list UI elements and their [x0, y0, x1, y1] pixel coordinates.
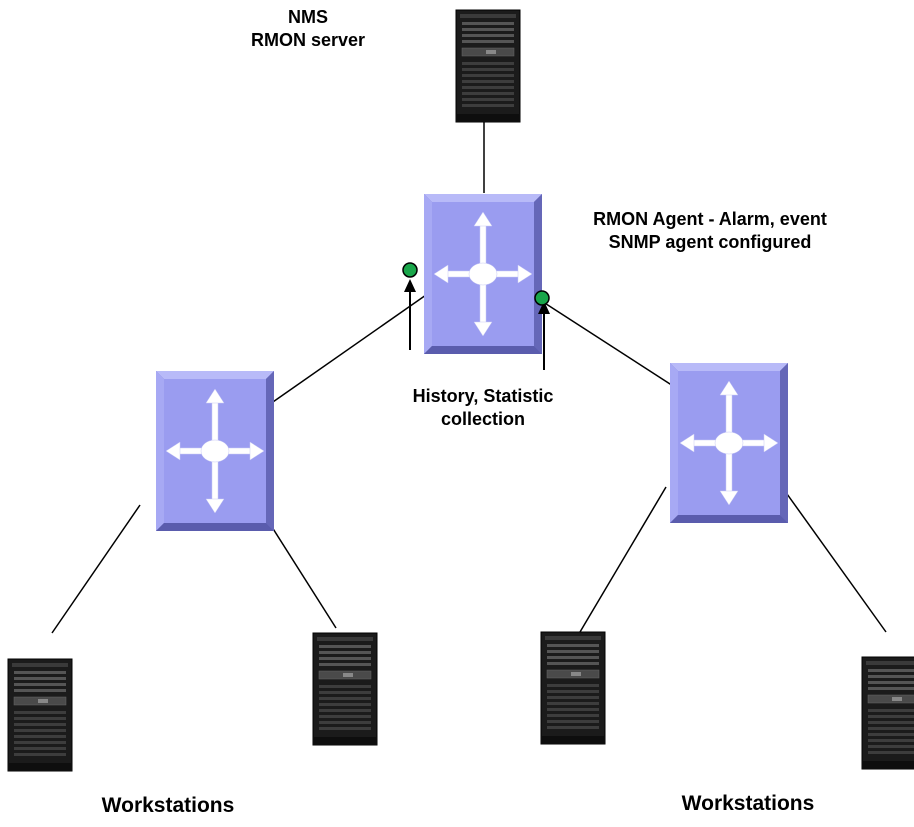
link-left-switch-to-ws1: [51, 504, 141, 634]
workstation-1-icon: [7, 658, 73, 772]
nms-subtitle: RMON server: [250, 29, 366, 50]
collection-arrows: [404, 279, 550, 370]
workstations-left-label: Workstations: [101, 794, 235, 817]
history-label-line2: collection: [440, 408, 525, 429]
agent-label: RMON Agent - Alarm, event SNMP agent con…: [560, 208, 860, 253]
workstations-right-label: Workstations: [681, 792, 815, 815]
left-probe-dot-icon: [402, 262, 418, 278]
core-switch-icon: [423, 193, 543, 355]
link-right-switch-to-ws4: [781, 486, 887, 633]
connection-lines: [51, 122, 887, 634]
workstation-4-icon: [861, 656, 914, 770]
history-label-line1: History, Statistic: [412, 386, 554, 406]
workstation-3-icon: [540, 631, 606, 745]
right-switch-icon: [669, 362, 789, 524]
left-switch-icon: [155, 370, 275, 532]
link-right-switch-to-ws3: [579, 486, 667, 633]
history-label: History, Statistic collection: [368, 385, 598, 430]
workstation-2-icon: [312, 632, 378, 746]
agent-label-line1: RMON Agent - Alarm, event: [593, 209, 827, 229]
nms-server-icon: [455, 9, 521, 123]
agent-label-line2: SNMP agent configured: [608, 231, 812, 252]
nms-label: NMS RMON server: [228, 6, 388, 51]
nms-title: NMS: [288, 7, 328, 27]
right-probe-dot-icon: [534, 290, 550, 306]
